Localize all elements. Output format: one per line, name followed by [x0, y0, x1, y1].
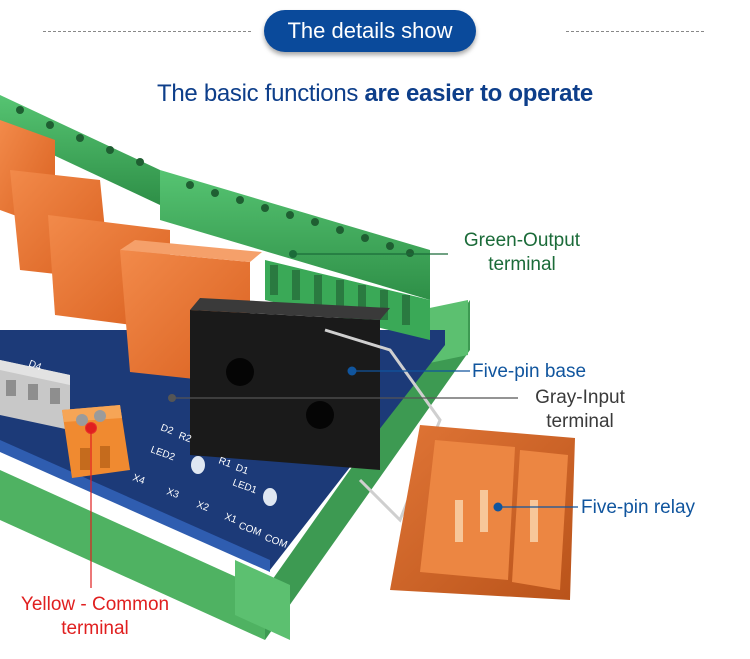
indicator-leds	[191, 456, 277, 506]
silk-d4: D4	[27, 358, 43, 373]
green-output-terminal-block	[0, 95, 430, 340]
silk-r2: R2	[177, 430, 193, 445]
callout-green-output: Green-Output terminal	[463, 230, 581, 275]
headline: The basic functions are easier to operat…	[0, 80, 750, 108]
details-badge: The details show	[264, 10, 476, 52]
gray-input-terminal-block	[0, 360, 70, 430]
silk-d1: D1	[234, 462, 250, 477]
silk-x4: X4	[131, 472, 147, 487]
header-divider-right	[566, 31, 704, 32]
five-pin-base-socket	[190, 298, 390, 470]
silk-d2: D2	[159, 422, 175, 437]
callout-yellow-common: Yellow - Common terminal	[20, 594, 170, 639]
silk-r1: R1	[217, 455, 233, 470]
callout-lines	[90, 253, 578, 588]
headline-regular: The basic functions	[157, 80, 359, 107]
callout-five-pin-base: Five-pin base	[472, 361, 587, 382]
common-terminal-block	[62, 405, 130, 478]
header-divider-left	[43, 31, 251, 32]
five-pin-relay	[390, 425, 575, 600]
callout-gray-input: Gray-Input terminal	[535, 387, 625, 432]
callout-five-pin-relay: Five-pin relay	[581, 497, 696, 518]
silk-x3: X3	[165, 486, 181, 501]
silk-x2: X2	[195, 499, 211, 514]
callout-dots	[86, 250, 503, 512]
silk-x1: X1	[223, 511, 239, 526]
relay-retaining-clip	[324, 328, 442, 523]
headline-bold: are easier to operate	[364, 80, 593, 107]
